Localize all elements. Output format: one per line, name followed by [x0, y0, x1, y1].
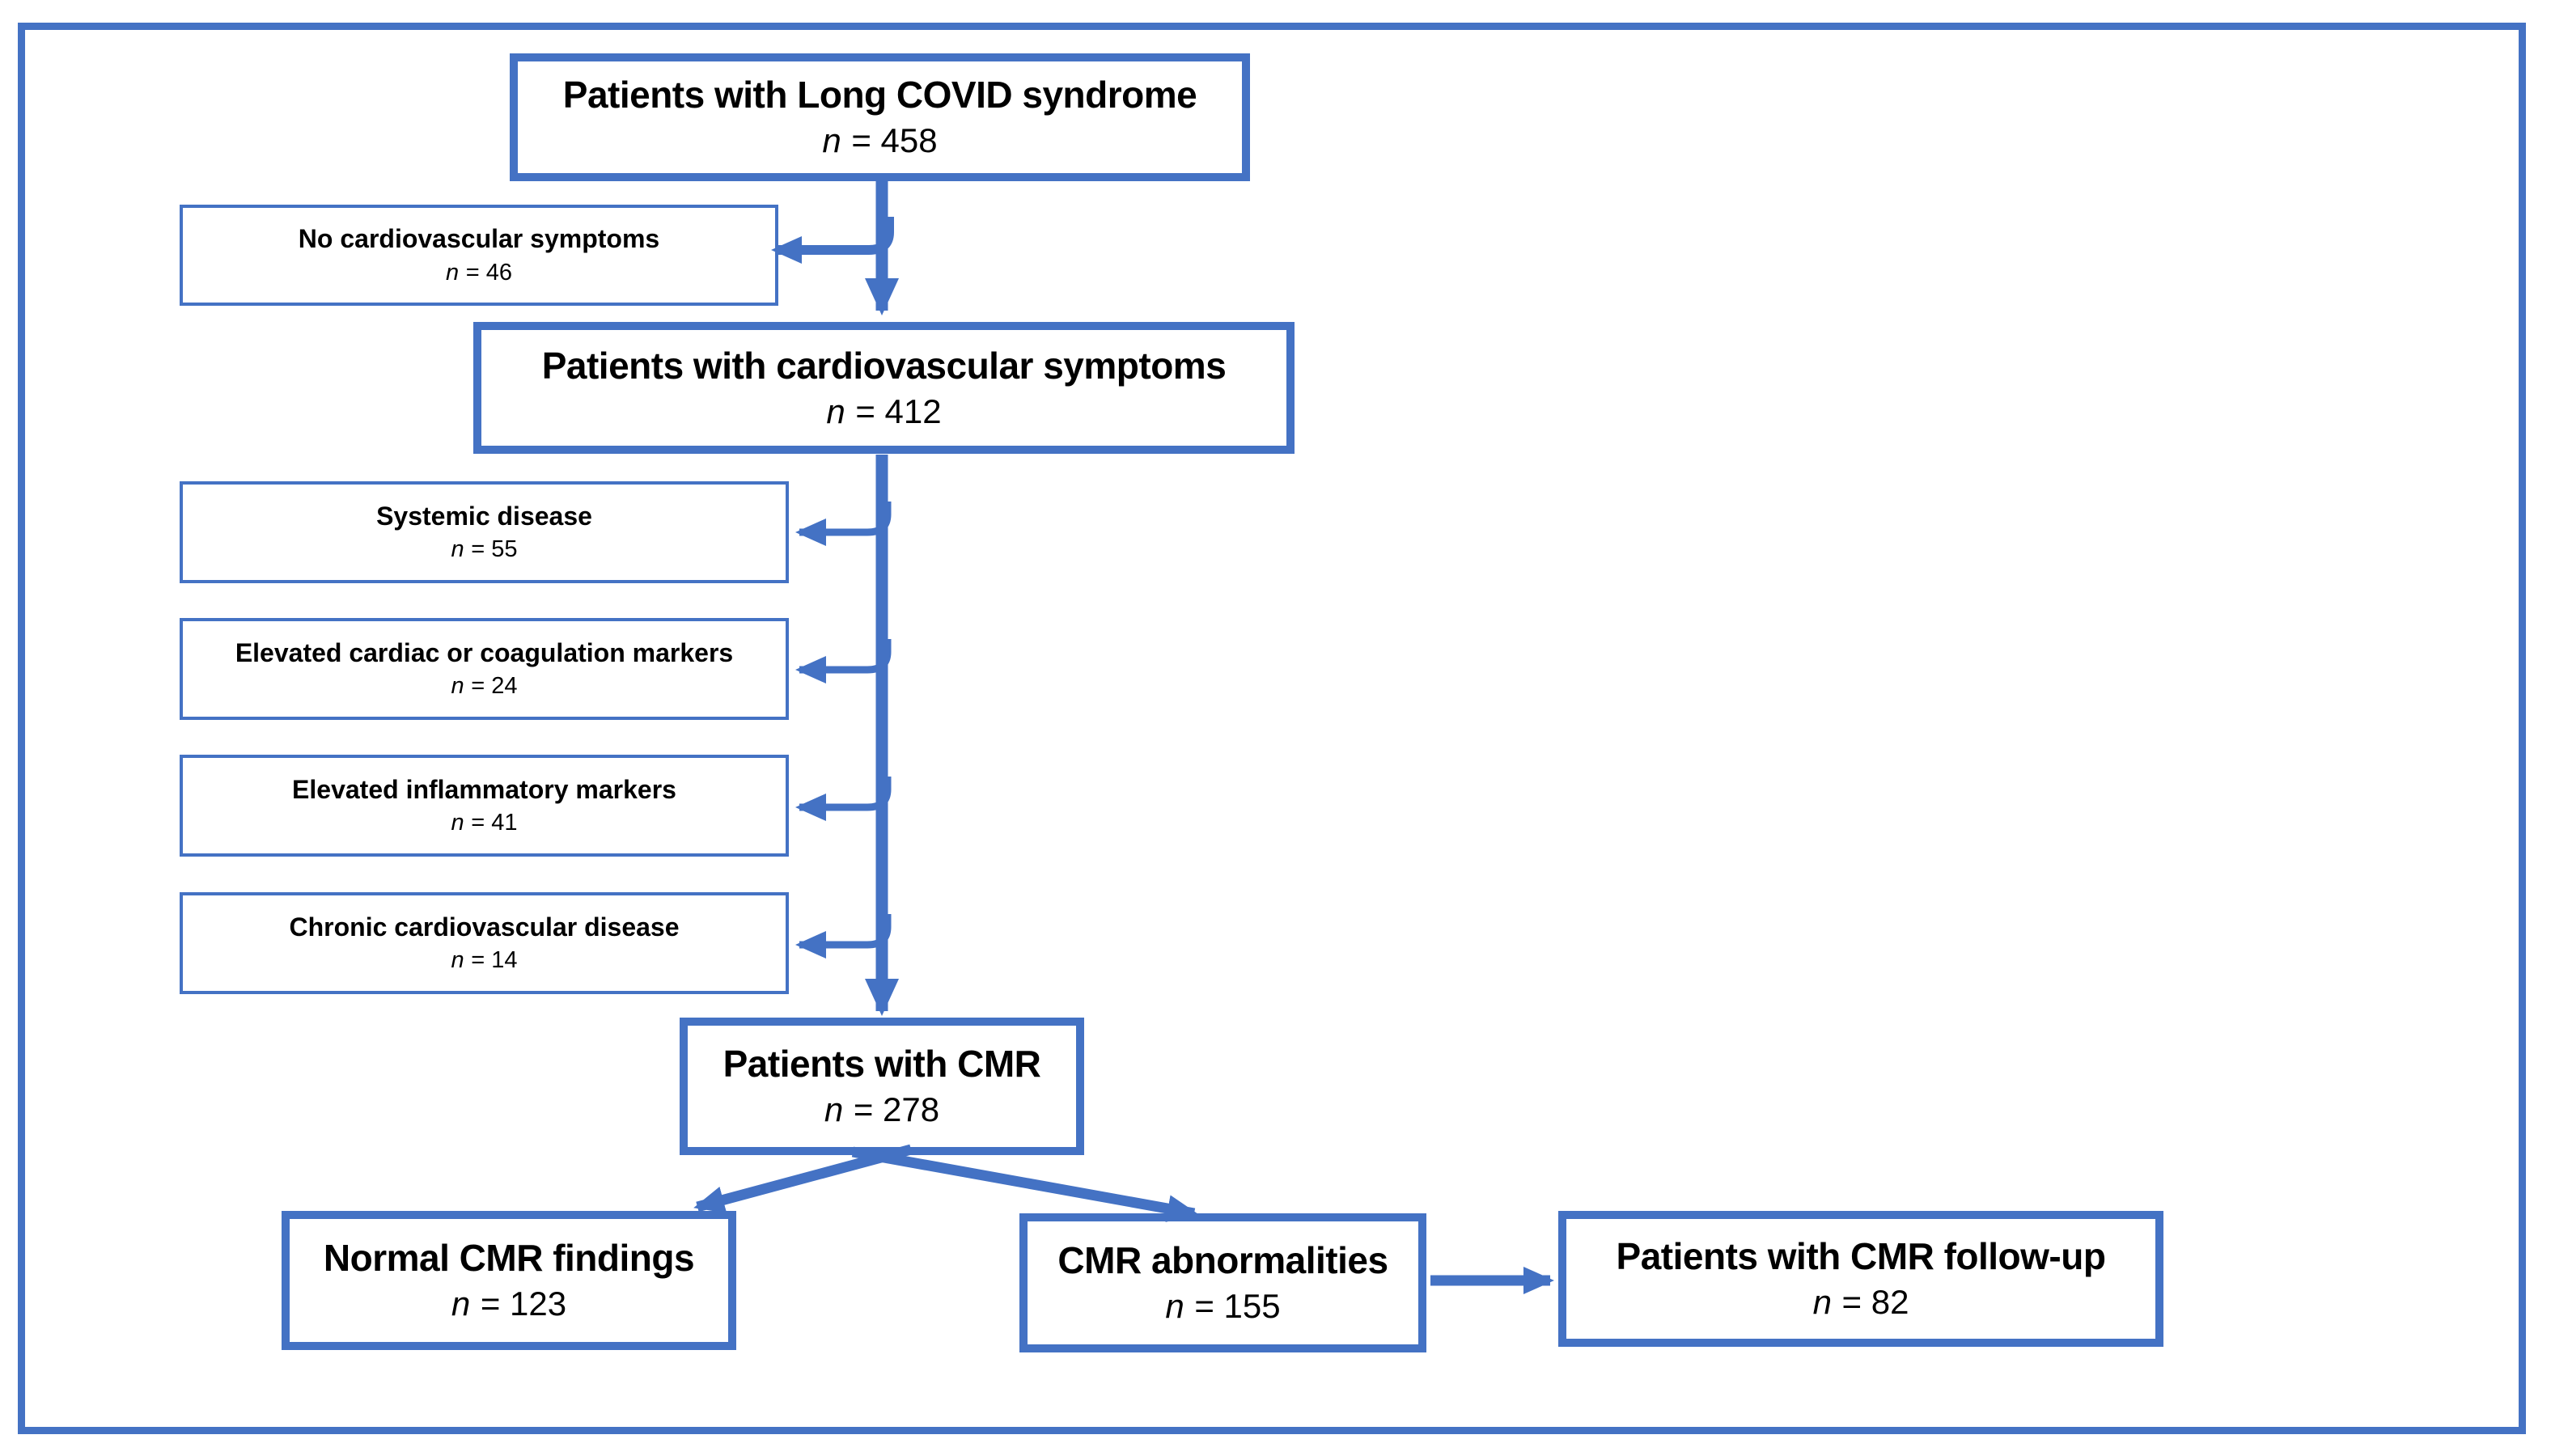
- box-chronic-cardiovascular-disease-title: Chronic cardiovascular disease: [289, 912, 680, 942]
- box-cmr-abnormalities: CMR abnormalities n = 155: [1019, 1213, 1426, 1352]
- box-cmr-followup-title: Patients with CMR follow-up: [1616, 1235, 2106, 1278]
- box-patients-with-cmr: Patients with CMR n= 278: [680, 1018, 1084, 1155]
- n-value: = 14: [471, 947, 518, 974]
- n-value: = 123: [480, 1285, 567, 1323]
- n-symbol: n: [451, 947, 464, 974]
- box-systemic-disease-count: n = 55: [451, 534, 517, 565]
- box-cmr-followup: Patients with CMR follow-up n= 82: [1558, 1211, 2163, 1347]
- box-patients-with-cmr-title: Patients with CMR: [723, 1043, 1041, 1086]
- figure-border: [18, 23, 2526, 1434]
- n-value: = 41: [471, 810, 518, 836]
- n-value: = 412: [855, 392, 942, 430]
- n-symbol: n: [451, 673, 464, 700]
- box-cardiovascular-symptoms-count: n = 412: [826, 390, 941, 434]
- n-value: = 458: [851, 121, 938, 160]
- n-value: = 24: [471, 673, 518, 700]
- box-cmr-followup-count: n= 82: [1813, 1280, 1909, 1325]
- box-elevated-inflammatory-markers: Elevated inflammatory markers n = 41: [180, 755, 789, 857]
- n-value: = 278: [853, 1090, 940, 1129]
- box-normal-cmr-findings-count: n= 123: [451, 1282, 566, 1327]
- box-cmr-abnormalities-count: n = 155: [1165, 1285, 1280, 1329]
- n-symbol: n: [451, 1285, 471, 1323]
- n-value: = 46: [465, 259, 513, 286]
- n-symbol: n: [451, 810, 464, 836]
- box-cmr-abnormalities-title: CMR abnormalities: [1057, 1239, 1388, 1282]
- n-value: = 55: [471, 536, 518, 563]
- n-symbol: n: [824, 1090, 844, 1129]
- box-elevated-cardiac-markers: Elevated cardiac or coagulation markers …: [180, 618, 789, 720]
- box-cardiovascular-symptoms: Patients with cardiovascular symptoms n =…: [473, 322, 1295, 454]
- box-normal-cmr-findings: Normal CMR findings n= 123: [282, 1211, 736, 1350]
- n-symbol: n: [451, 536, 464, 563]
- box-cardiovascular-symptoms-title: Patients with cardiovascular symptoms: [541, 344, 1227, 387]
- n-value: = 155: [1194, 1287, 1281, 1326]
- box-systemic-disease: Systemic disease n = 55: [180, 481, 789, 583]
- box-no-cardiovascular-symptoms-count: n= 46: [446, 257, 512, 289]
- box-elevated-cardiac-markers-title: Elevated cardiac or coagulation markers: [235, 637, 734, 667]
- box-elevated-inflammatory-markers-count: n = 41: [451, 807, 517, 839]
- n-symbol: n: [1165, 1287, 1184, 1326]
- box-no-cardiovascular-symptoms-title: No cardiovascular symptoms: [298, 224, 660, 254]
- box-patients-with-cmr-count: n= 278: [824, 1088, 939, 1132]
- box-normal-cmr-findings-title: Normal CMR findings: [323, 1237, 695, 1280]
- n-symbol: n: [822, 121, 841, 160]
- box-elevated-cardiac-markers-count: n = 24: [451, 671, 517, 702]
- box-no-cardiovascular-symptoms: No cardiovascular symptoms n= 46: [180, 205, 778, 306]
- box-long-covid: Patients with Long COVID syndrome n = 458: [510, 53, 1250, 181]
- n-value: = 82: [1841, 1283, 1909, 1322]
- box-systemic-disease-title: Systemic disease: [376, 501, 592, 531]
- box-elevated-inflammatory-markers-title: Elevated inflammatory markers: [292, 774, 676, 804]
- box-long-covid-count: n = 458: [822, 119, 937, 163]
- n-symbol: n: [445, 259, 460, 286]
- n-symbol: n: [1812, 1283, 1832, 1322]
- n-symbol: n: [826, 392, 845, 430]
- box-long-covid-title: Patients with Long COVID syndrome: [562, 74, 1197, 116]
- box-chronic-cardiovascular-disease-count: n = 14: [451, 945, 517, 976]
- box-chronic-cardiovascular-disease: Chronic cardiovascular disease n = 14: [180, 892, 789, 994]
